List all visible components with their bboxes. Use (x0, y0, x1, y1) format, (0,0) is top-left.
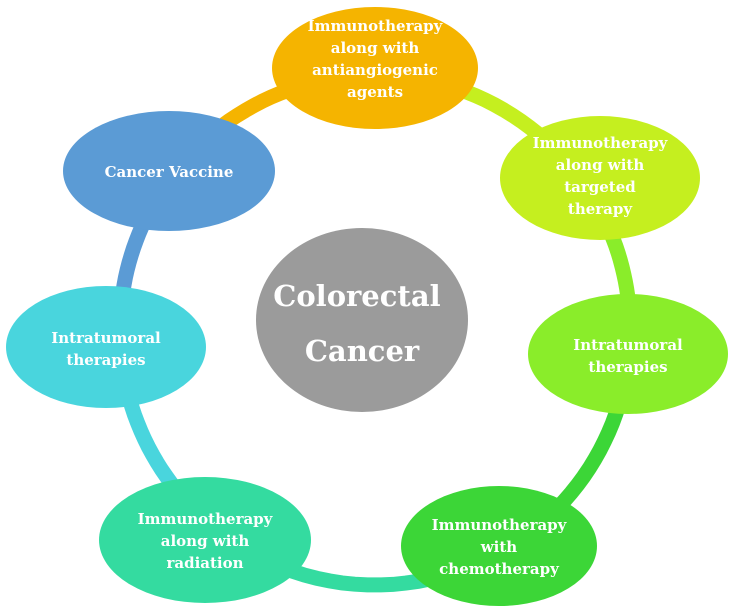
node-ellipse (272, 7, 478, 129)
node-label-line: Cancer Vaccine (105, 163, 234, 181)
node-label: Intratumoral therapies (51, 329, 161, 369)
node-ellipse (500, 116, 700, 240)
node-label-line: along with (161, 532, 250, 550)
node-label-line: along with (556, 156, 645, 174)
node-label-line: targeted (564, 178, 636, 196)
node-intratumoral-right: Intratumoral therapies (528, 294, 728, 414)
node-chemotherapy: Immunotherapy with chemotherapy (401, 486, 597, 606)
node-ellipse (401, 486, 597, 606)
center-label-line: Cancer (305, 334, 420, 368)
node-label-line: along with (331, 39, 420, 57)
center-label-line: Colorectal (273, 279, 440, 313)
node-label-line: therapies (588, 358, 667, 376)
node-label: Cancer Vaccine (105, 163, 234, 181)
center-label: Colorectal Cancer (273, 279, 450, 368)
node-label-line: Immunotherapy (308, 17, 444, 35)
node-ellipse (99, 477, 311, 603)
node-targeted: Immunotherapy along with targeted therapy (500, 116, 700, 240)
node-radiation: Immunotherapy along with radiation (99, 477, 311, 603)
node-intratumoral-left: Intratumoral therapies (6, 286, 206, 408)
node-label-line: with (480, 538, 518, 556)
node-label-line: Immunotherapy (533, 134, 669, 152)
node-label-line: chemotherapy (439, 560, 560, 578)
node-label-line: Immunotherapy (138, 510, 274, 528)
node-ellipse (528, 294, 728, 414)
node-vaccine: Cancer Vaccine (63, 111, 275, 231)
center-ellipse (256, 228, 468, 412)
node-label-line: radiation (166, 554, 243, 572)
node-label-line: Intratumoral (51, 329, 161, 347)
node-label: Immunotherapy along with antiangiogenic age… (308, 17, 444, 101)
node-label-line: Immunotherapy (432, 516, 568, 534)
node-label-line: antiangiogenic (312, 61, 438, 79)
node-label: Immunotherapy along with radiation (138, 510, 274, 572)
node-antiangiogenic: Immunotherapy along with antiangiogenic age… (272, 7, 478, 129)
outer-nodes: Immunotherapy along with antiangiogenic age… (6, 7, 728, 606)
node-label: Immunotherapy along with targeted therapy (533, 134, 669, 218)
node-label-line: agents (347, 83, 403, 101)
node-label: Immunotherapy with chemotherapy (432, 516, 568, 578)
node-label-line: therapy (568, 200, 633, 218)
node-label: Intratumoral therapies (573, 336, 683, 376)
node-ellipse (63, 111, 275, 231)
node-ellipse (6, 286, 206, 408)
center-node: Colorectal Cancer (256, 228, 468, 412)
node-label-line: Intratumoral (573, 336, 683, 354)
node-label-line: therapies (66, 351, 145, 369)
